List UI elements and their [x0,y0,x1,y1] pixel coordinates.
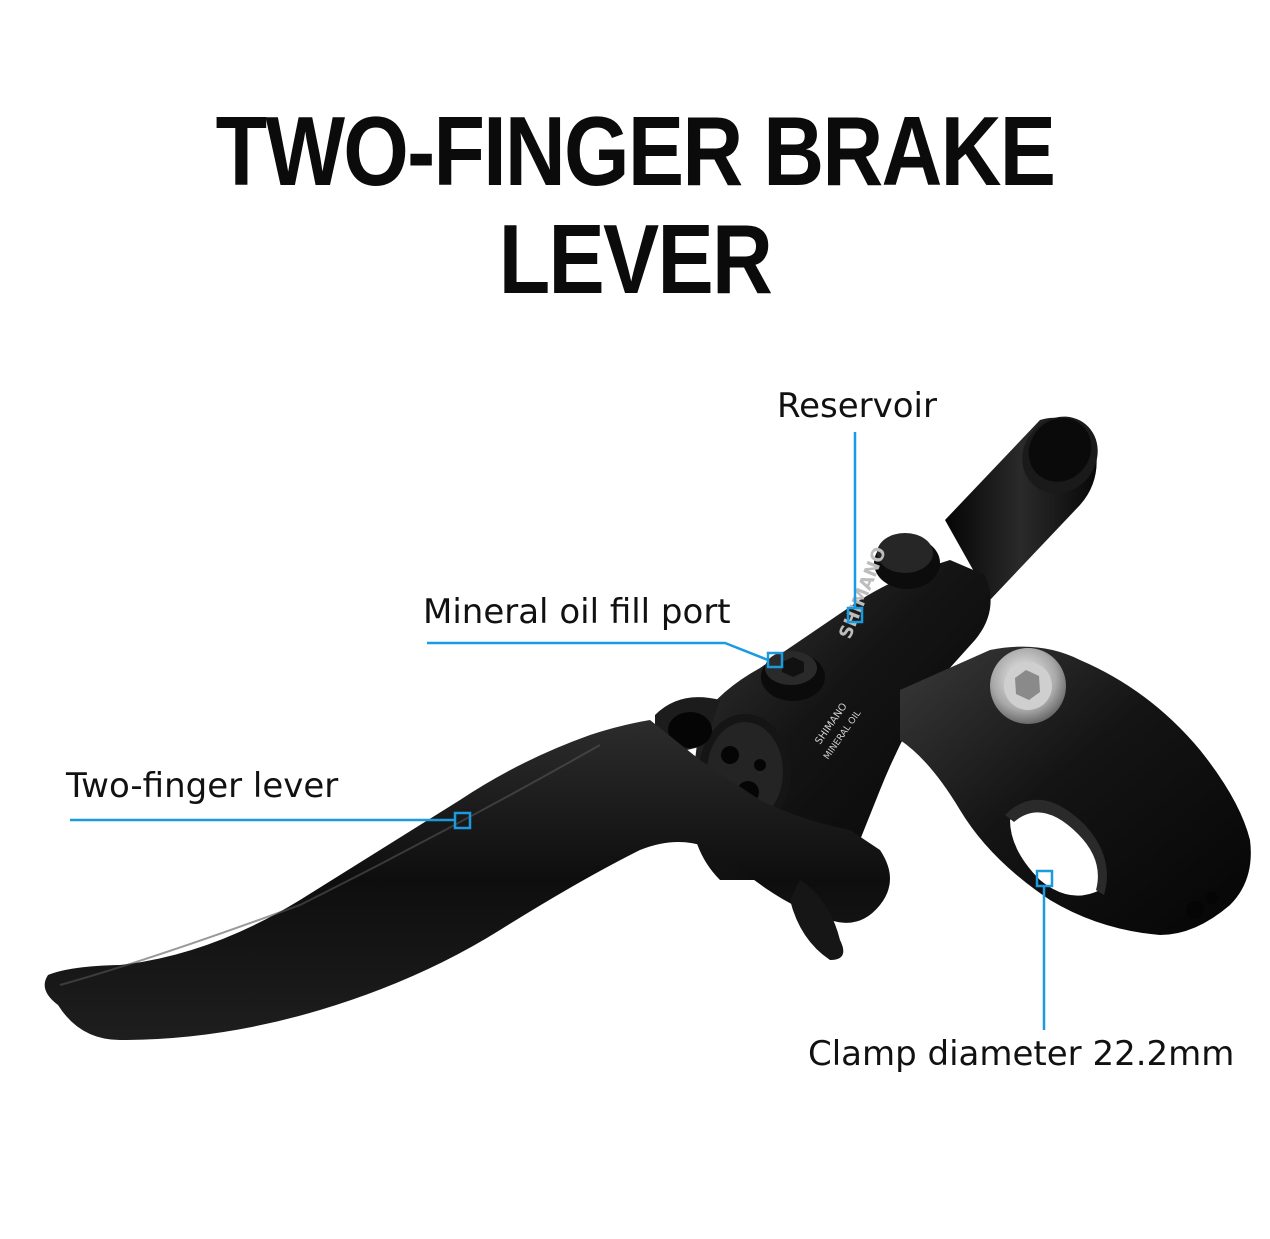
reservoir-cylinder [945,416,1098,600]
clamp-label: Clamp diameter 22.2mm [808,1034,1235,1074]
fill-port-callout-marker [766,651,784,669]
page-title: TWO-FINGER BRAKE LEVER [215,96,1056,314]
fill-port-callout-line [427,641,769,662]
reservoir-label: Reservoir [777,386,937,426]
lever-blade [44,697,890,1040]
lever-callout-marker [453,811,472,830]
handlebar-clamp [900,646,1251,935]
callout-lines [70,432,1054,1030]
fill-port-label: Mineral oil fill port [423,592,731,632]
lever-label: Two-finger lever [66,766,339,806]
reservoir-callout-marker [846,606,864,624]
